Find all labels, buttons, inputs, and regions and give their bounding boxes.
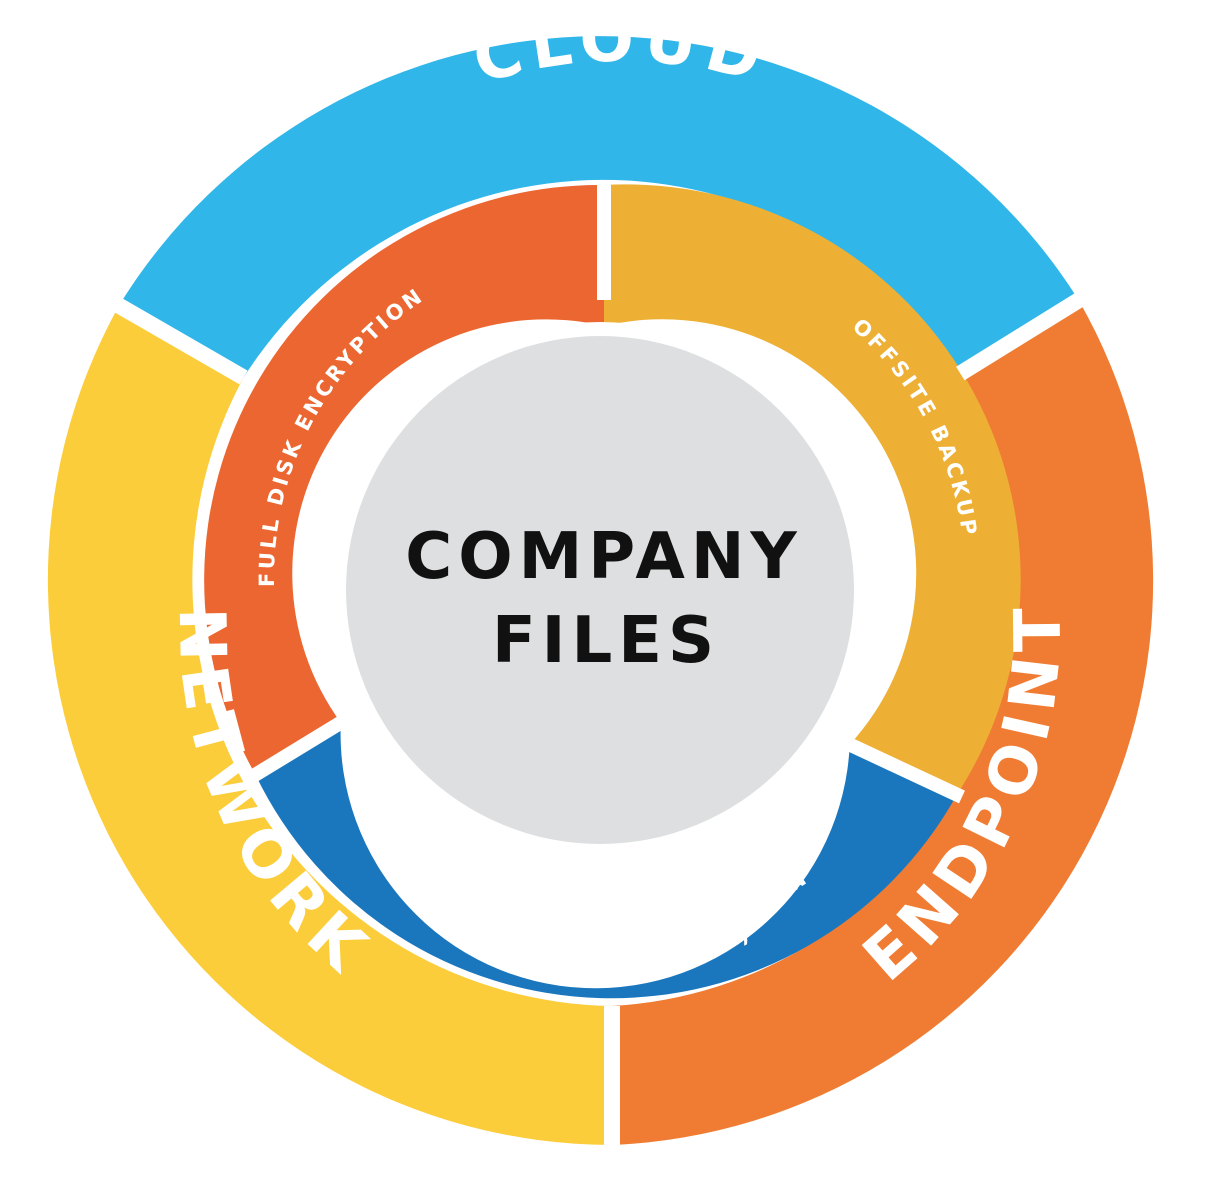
file-folder-encryption-segment (255, 722, 957, 999)
company-files-circle (346, 336, 854, 844)
full-disk-encryption-segment (204, 184, 604, 775)
network-segment (47, 305, 612, 1146)
cloud-segment (119, 36, 1079, 378)
company-label: COMPANY (405, 520, 803, 594)
files-label: FILES (492, 604, 720, 678)
segment-separators (108, 180, 1090, 1152)
offsite-backup-segment (604, 184, 1021, 795)
endpoint-segment (612, 300, 1154, 1145)
